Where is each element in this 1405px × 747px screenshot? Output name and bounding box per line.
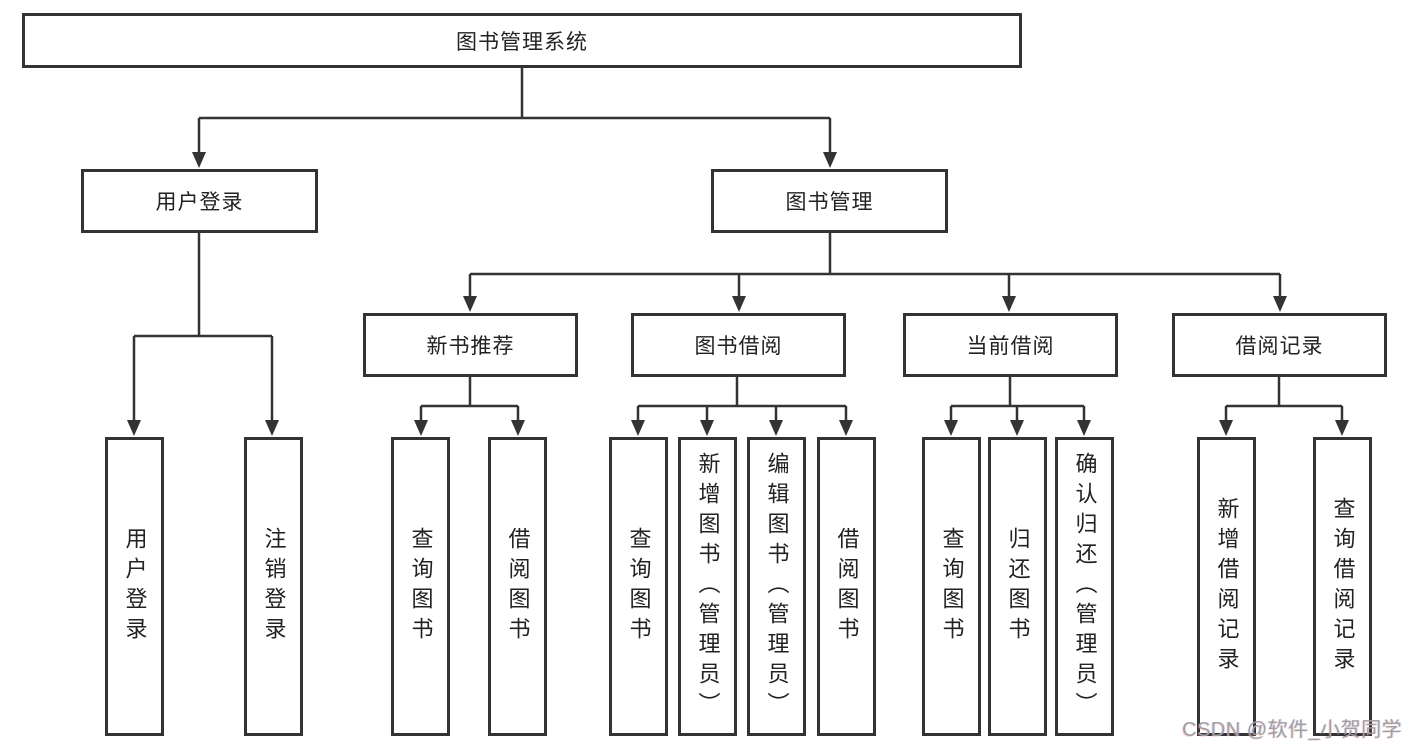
node-label: 注销登录 xyxy=(261,526,287,647)
node-borrow-records: 借阅记录 xyxy=(1172,313,1387,377)
node-root-library-management-system: 图书管理系统 xyxy=(22,13,1022,68)
leaf-borrow-books: 借阅图书 xyxy=(817,437,876,736)
leaf-confirm-return-admin: 确认归还（管理员） xyxy=(1055,437,1114,736)
node-label: 当前借阅 xyxy=(966,335,1055,358)
leaf-query-borrow-record: 查询借阅记录 xyxy=(1313,437,1372,736)
leaf-current-query-books: 查询图书 xyxy=(922,437,981,736)
node-label: 新书推荐 xyxy=(426,335,515,358)
node-label: 查询图书 xyxy=(939,526,965,647)
leaf-add-borrow-record: 新增借阅记录 xyxy=(1197,437,1256,736)
node-label: 查询图书 xyxy=(626,526,652,647)
node-label: 图书借阅 xyxy=(694,335,783,358)
leaf-borrow-query-books: 查询图书 xyxy=(609,437,668,736)
leaf-logout: 注销登录 xyxy=(244,437,303,736)
csdn-watermark: CSDN @软件_小贺同学 xyxy=(1182,719,1403,741)
node-label: 新增图书（管理员） xyxy=(695,451,721,722)
node-label: 图书管理系统 xyxy=(456,30,588,54)
node-label: 借阅图书 xyxy=(505,526,531,647)
leaf-recommend-borrow-books: 借阅图书 xyxy=(488,437,547,736)
node-label: 查询借阅记录 xyxy=(1330,496,1356,677)
node-label: 用户登录 xyxy=(122,526,148,647)
node-label: 确认归还（管理员） xyxy=(1072,451,1098,722)
node-book-borrow: 图书借阅 xyxy=(631,313,846,377)
node-new-book-recommend: 新书推荐 xyxy=(363,313,578,377)
node-label: 用户登录 xyxy=(155,191,244,214)
leaf-return-books: 归还图书 xyxy=(988,437,1047,736)
leaf-add-books-admin: 新增图书（管理员） xyxy=(678,437,737,736)
node-label: 借阅记录 xyxy=(1235,335,1324,358)
node-label: 图书管理 xyxy=(785,191,874,214)
node-book-management: 图书管理 xyxy=(711,169,948,233)
node-label: 借阅图书 xyxy=(834,526,860,647)
node-current-borrow: 当前借阅 xyxy=(903,313,1118,377)
leaf-user-login: 用户登录 xyxy=(105,437,164,736)
node-label: 归还图书 xyxy=(1005,526,1031,647)
leaf-recommend-query-books: 查询图书 xyxy=(391,437,450,736)
node-label: 编辑图书（管理员） xyxy=(764,451,790,722)
node-label: 查询图书 xyxy=(408,526,434,647)
node-label: 新增借阅记录 xyxy=(1214,496,1240,677)
leaf-edit-books-admin: 编辑图书（管理员） xyxy=(747,437,806,736)
node-user-login: 用户登录 xyxy=(81,169,318,233)
